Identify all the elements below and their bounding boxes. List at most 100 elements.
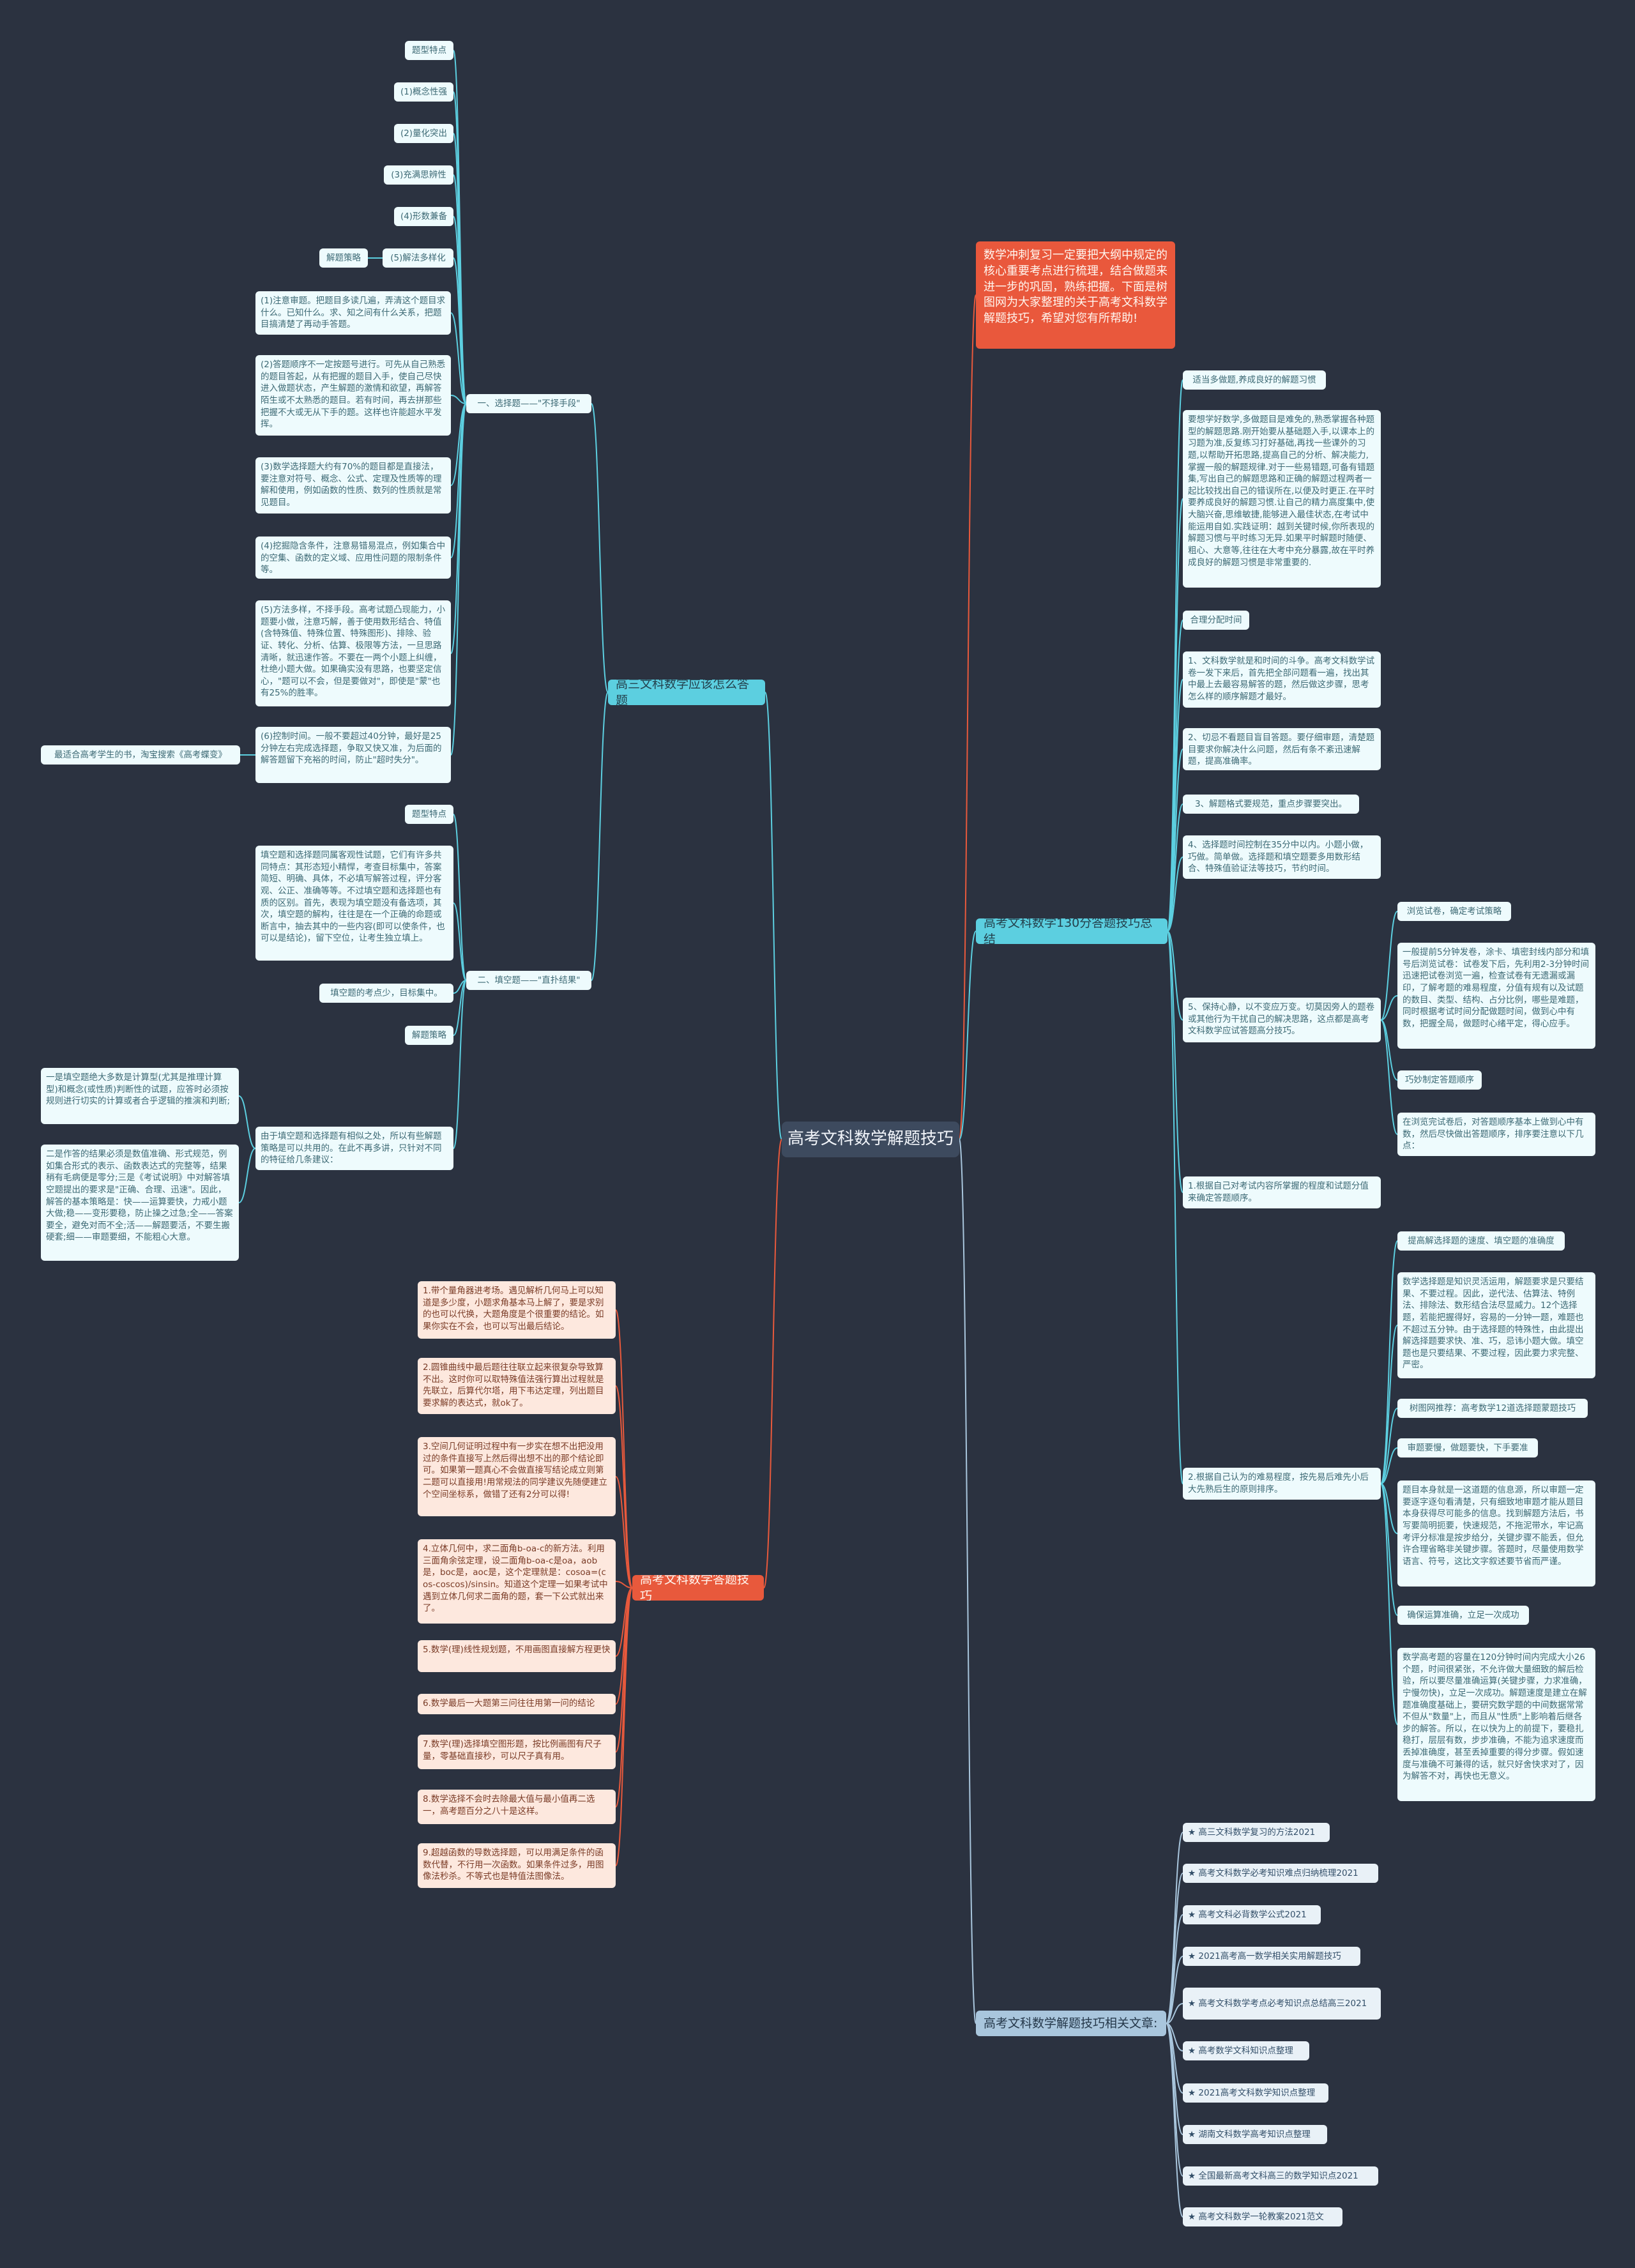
connector-line <box>1166 2003 1183 2024</box>
connector-line <box>453 814 467 981</box>
connector-line <box>238 1148 256 1203</box>
time-item-3[interactable]: 3、解题格式要规范，重点步骤要突出。 <box>1183 795 1359 814</box>
article-8[interactable]: ★ 湖南文科数学高考知识点整理 <box>1183 2125 1327 2144</box>
connector-line <box>1380 995 1398 1021</box>
tip-8[interactable]: 8.数学选择不会时去除最大值与最小值再二选一，高考题百分之八十是这样。 <box>418 1790 616 1824</box>
article-5[interactable]: ★ 高考文科数学考点必考知识点总结高三2021 <box>1183 1988 1381 2020</box>
habit-description[interactable]: 要想学好数学,多做题目是难免的,熟悉掌握各种题型的解题思路.刚开始要从基础题入手… <box>1183 410 1381 588</box>
order-rule-2[interactable]: 2.根据自己认为的难易程度，按先易后难先小后大先熟后生的原则排序。 <box>1183 1468 1381 1500</box>
connector-line <box>615 1587 633 1705</box>
intro-note[interactable]: 数学冲刺复习一定要把大纲中规定的核心重要考点进行梳理，结合做题来进一步的巩固，熟… <box>976 241 1175 349</box>
connector-line <box>1167 620 1183 932</box>
connector-line <box>453 91 467 404</box>
tip-4[interactable]: 4.立体几何中，求二面角b-oa-c的新方法。利用三面角余弦定理，设二面角b-o… <box>418 1539 616 1624</box>
connector-line <box>1167 931 1183 1021</box>
connector-line <box>959 931 977 1140</box>
article-3[interactable]: ★ 高考文科必背数学公式2021 <box>1183 1905 1321 1924</box>
calc-accurate-desc[interactable]: 数学高考题的容量在120分钟时间内完成大小26个题，时间很紧张，不允许做大量细致… <box>1397 1648 1595 1801</box>
fill-description[interactable]: 填空题和选择题同属客观性试题，它们有许多共同特点：其形态短小精悍，考查目标集中，… <box>255 846 453 961</box>
connector-line <box>453 902 467 981</box>
feature-title[interactable]: 题型特点 <box>405 41 453 60</box>
connector-line <box>238 1095 256 1149</box>
branch-how-to-answer[interactable]: 高三文科数学应该怎么答题 <box>608 680 765 705</box>
tip-1[interactable]: 1.带个量角器进考场。遇见解析几何马上可以知道是多少度，小题求角基本马上解了，要… <box>418 1281 616 1339</box>
feature-dialectic[interactable]: (3)充满思辨性 <box>384 165 453 185</box>
browse-paper-desc[interactable]: 一般提前5分钟发卷，涂卡、填密封线内部分和填号后浏览试卷：试卷发下后，先利用2-… <box>1397 943 1595 1049</box>
feature-quantify[interactable]: (2)量化突出 <box>394 124 453 143</box>
fill-point-1[interactable]: 一是填空题绝大多数是计算型(尤其是推理计算型)和概念(或性质)判断性的试题，应答… <box>41 1068 239 1124</box>
choice-point-2[interactable]: (2)答题顺序不一定按题号进行。可先从自己熟悉的题目答起，从有把握的题目入手，使… <box>255 355 451 436</box>
connector-line <box>1167 931 1183 1484</box>
group-habit[interactable]: 适当多做题,养成良好的解题习惯 <box>1183 370 1326 390</box>
connector-line <box>1167 679 1183 932</box>
connector-line <box>1166 1914 1183 2024</box>
branch-related-articles[interactable]: 高考文科数学解题技巧相关文章: <box>976 2011 1166 2036</box>
review-slow[interactable]: 审题要慢，做题要快，下手要准 <box>1397 1438 1538 1457</box>
time-item-2[interactable]: 2、切忌不看题目盲目答题。要仔细审题，清楚题目要求你解决什么问题，然后有条不紊迅… <box>1183 728 1381 770</box>
choice-point-3[interactable]: (3)数学选择题大约有70%的题目都是直接法，要注意对符号、概念、公式、定理及性… <box>255 457 451 514</box>
choice-point-5[interactable]: (5)方法多样，不择手段。高考试题凸现能力，小题要小做，注意巧解，善于使用数形结… <box>255 600 451 706</box>
connector-line <box>615 1581 633 1588</box>
choice-point-6[interactable]: (6)控制时间。一般不要超过40分钟，最好是25分钟左右完成选择题，争取又快又准… <box>255 727 451 783</box>
branch-130-summary[interactable]: 高考文科数学130分答题技巧总结 <box>976 918 1167 944</box>
time-item-1[interactable]: 1、文科数学就是和时间的斗争。高考文科数学试卷一发下来后，首先把全部问题看一遍，… <box>1183 651 1381 708</box>
choice-point-1[interactable]: (1)注意审题。把题目多读几遍，弄清这个题目求什么。已知什么。求、知之间有什么关… <box>255 291 451 335</box>
tip-7[interactable]: 7.数学(理)选择填空图形题，按比例画图有尺子量，零基础直接秒，可以尺子真有用。 <box>418 1735 616 1769</box>
recommend-link[interactable]: 树图网推荐：高考数学12道选择题蒙题技巧 <box>1397 1399 1588 1418</box>
group-time[interactable]: 合理分配时间 <box>1183 611 1249 630</box>
strategy-label[interactable]: 解题策略 <box>319 248 368 268</box>
connector-line <box>1380 1483 1398 1725</box>
connector-line <box>453 216 467 404</box>
tip-2[interactable]: 2.圆锥曲线中最后题往往联立起来很复杂导致算不出。这时你可以取特殊值法强行算出过… <box>418 1358 616 1414</box>
speed-accuracy[interactable]: 提高解选择题的速度、填空题的准确度 <box>1397 1231 1565 1251</box>
tip-9[interactable]: 9.超越函数的导数选择题，可以用满足条件的函数代替，不行用一次函数。如果条件过多… <box>418 1843 616 1888</box>
connector-line <box>1166 2023 1183 2177</box>
tip-3[interactable]: 3.空间几何证明过程中有一步实在想不出把没用过的条件直接写上然后得出想不出的那个… <box>418 1437 616 1516</box>
connector-line <box>450 403 467 756</box>
browse-paper[interactable]: 浏览试卷，确定考试策略 <box>1397 902 1511 921</box>
connector-line <box>1167 749 1183 932</box>
connector-line <box>1167 498 1183 932</box>
topic-fill-blank[interactable]: 二、填空题——"直扑结果" <box>466 971 591 990</box>
time-item-4[interactable]: 4、选择题时间控制在35分中以内。小题小做，巧做。简单做。选择题和填空题要多用数… <box>1183 835 1381 879</box>
order-strategy[interactable]: 巧妙制定答题顺序 <box>1397 1070 1482 1090</box>
speed-accuracy-desc[interactable]: 数学选择题是知识灵活运用，解题要求是只要结果、不要过程。因此，逆代法、估算法、特… <box>1397 1272 1595 1378</box>
connector-line <box>1167 931 1183 1193</box>
fill-target[interactable]: 填空题的考点少，目标集中。 <box>319 984 453 1003</box>
review-slow-desc[interactable]: 题目本身就是一这道题的信息源，所以审题一定要逐字逐句看清楚，只有细致地审题才能从… <box>1397 1480 1595 1587</box>
article-6[interactable]: ★ 高考数学文科知识点整理 <box>1183 2041 1309 2060</box>
tip-6[interactable]: 6.数学最后一大题第三问往往用第一问的结论 <box>418 1694 616 1714</box>
connector-line <box>1380 1483 1398 1616</box>
connector-line <box>1380 1019 1398 1081</box>
feature-multi-method[interactable]: (5)解法多样化 <box>383 248 453 268</box>
connector-line <box>453 257 467 404</box>
connector-line <box>591 692 609 981</box>
article-10[interactable]: ★ 高考文科数学一轮教案2021范文 <box>1183 2207 1342 2226</box>
article-4[interactable]: ★ 2021高考高一数学相关实用解题技巧 <box>1183 1947 1360 1966</box>
order-strategy-desc[interactable]: 在浏览完试卷后，对答题顺序基本上做到心中有数，然后尽快做出答题顺序，排序要注意以… <box>1397 1113 1595 1156</box>
connector-line <box>959 1139 977 2024</box>
feature-concept[interactable]: (1)概念性强 <box>394 82 453 102</box>
branch-answer-tips[interactable]: 高考文科数学答题技巧 <box>632 1575 764 1601</box>
article-2[interactable]: ★ 高考文科数学必考知识难点归纳梳理2021 <box>1183 1864 1378 1883</box>
tip-5[interactable]: 5.数学(理)线性规划题，不用画图直接解方程更快 <box>418 1640 616 1672</box>
choice-point-4[interactable]: (4)挖掘隐含条件，注意易错易混点，例如集合中的空集、函数的定义域、应用性问题的… <box>255 537 451 579</box>
connector-line <box>1166 1873 1183 2024</box>
connector-line <box>453 980 467 1149</box>
book-note[interactable]: 最适合高考学生的书，淘宝搜索《高考蝶变》 <box>41 745 240 765</box>
connector-line <box>615 1587 633 1657</box>
fill-strategy-label[interactable]: 解题策略 <box>405 1026 453 1045</box>
feature-shape-number[interactable]: (4)形数兼备 <box>394 207 453 226</box>
fill-point-2[interactable]: 二是作答的结果必须是数值准确、形式规范，例如集合形式的表示、函数表达式的完整等，… <box>41 1145 239 1261</box>
article-1[interactable]: ★ 高三文科数学复习的方法2021 <box>1183 1823 1330 1842</box>
fill-strategy-desc[interactable]: 由于填空题和选择题有相似之处，所以有些解题策略是可以共用的。在此不再多讲，只针对… <box>255 1127 453 1170</box>
time-item-5[interactable]: 5、保持心静，以不变应万变。切莫因旁人的题卷或其他行为干扰自己的解决思路，这点都… <box>1183 998 1381 1042</box>
order-rule-1[interactable]: 1.根据自己对考试内容所掌握的程度和试题分值来确定答题顺序。 <box>1183 1176 1381 1208</box>
article-7[interactable]: ★ 2021高考文科数学知识点整理 <box>1183 2083 1328 2103</box>
calc-accurate[interactable]: 确保运算准确，立足一次成功 <box>1397 1606 1529 1625</box>
topic-choice-question[interactable]: 一、选择题——"不择手段" <box>466 394 591 413</box>
article-9[interactable]: ★ 全国最新高考文科高三的数学知识点2021 <box>1183 2166 1378 2186</box>
fill-feature-title[interactable]: 题型特点 <box>405 805 453 824</box>
root-topic[interactable]: 高考文科数学解题技巧 <box>782 1122 959 1157</box>
